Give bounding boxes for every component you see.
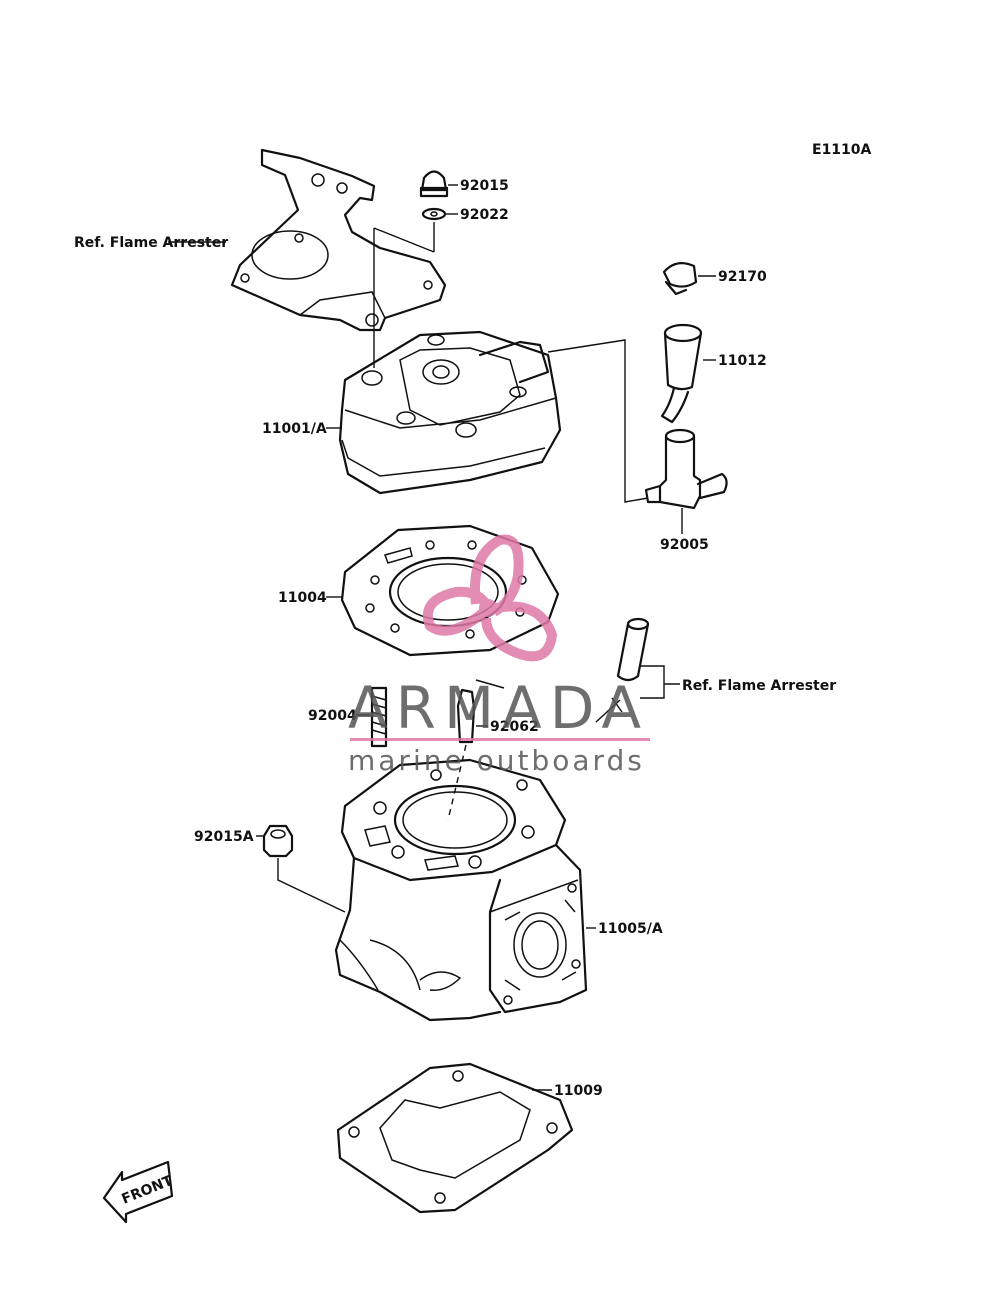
pin-92062 — [456, 679, 505, 744]
label-92015: 92015 — [460, 178, 509, 194]
washer-92022 — [421, 207, 447, 221]
cap-nut-92015 — [419, 170, 449, 198]
hose-11012 — [660, 323, 703, 424]
label-11009: 11009 — [554, 1083, 603, 1099]
label-92062: 92062 — [490, 719, 539, 735]
flame-arrester-tube — [616, 617, 650, 682]
label-11012: 11012 — [718, 353, 767, 369]
label-92005: 92005 — [660, 537, 709, 553]
label-92170: 92170 — [718, 269, 767, 285]
flame-arrester-bracket — [230, 148, 447, 332]
watermark-tagline: marine outboards — [348, 744, 645, 777]
label-ref-flame-arrester-right: Ref. Flame Arrester — [682, 678, 836, 694]
base-gasket-11009 — [336, 1062, 574, 1214]
label-ref-flame-arrester-top: Ref. Flame Arrester — [74, 235, 228, 251]
label-11005: 11005/A — [598, 921, 663, 937]
stud-92004 — [370, 686, 388, 748]
cylinder-head-11001 — [338, 330, 562, 495]
clamp-92170 — [662, 261, 698, 296]
front-arrow: FRONT — [102, 1160, 176, 1224]
armada-watermark: ARMADA marine outboards — [348, 534, 650, 777]
fitting-92005 — [644, 428, 728, 510]
label-92015A: 92015A — [194, 829, 254, 845]
label-11001: 11001/A — [262, 421, 327, 437]
label-92022: 92022 — [460, 207, 509, 223]
nut-92015A — [262, 824, 294, 858]
armada-propeller-logo — [422, 534, 558, 662]
cylinder-11005 — [334, 758, 588, 1022]
label-11004: 11004 — [278, 590, 327, 606]
label-92004: 92004 — [308, 708, 357, 724]
watermark-brand: ARMADA — [348, 674, 649, 742]
diagram-code: E1110A — [812, 142, 872, 158]
